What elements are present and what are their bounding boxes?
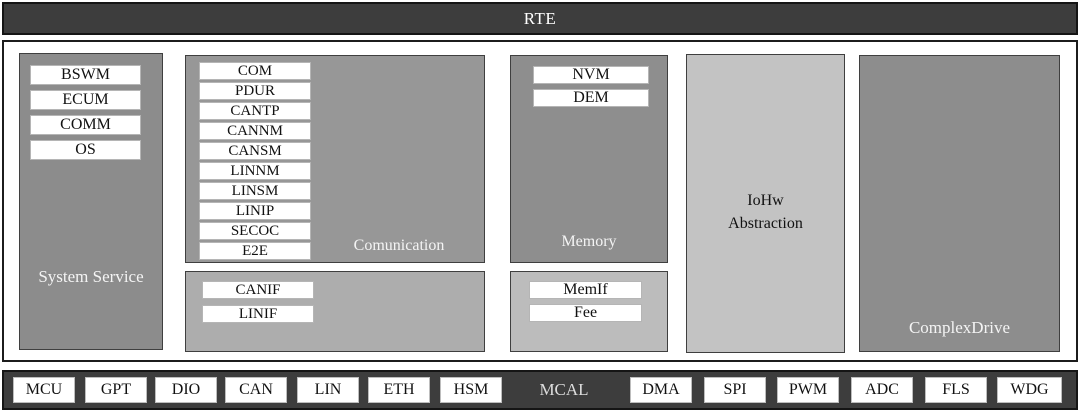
system-service-label: System Service: [38, 267, 144, 286]
system-service-block: BSWM ECUM COMM OS System Service: [19, 53, 163, 350]
communication-label: Comunication: [353, 237, 445, 254]
module-os: OS: [30, 140, 141, 160]
module-dma: DMA: [630, 377, 692, 403]
module-pdur: PDUR: [199, 82, 311, 100]
module-wdg: WDG: [997, 377, 1062, 403]
communication-interface-block: CANIF LINIF: [185, 271, 485, 352]
module-spi: SPI: [704, 377, 766, 403]
module-cansm: CANSM: [199, 142, 311, 160]
module-e2e: E2E: [199, 242, 311, 260]
module-ecum: ECUM: [30, 90, 141, 110]
module-hsm: HSM: [440, 377, 502, 403]
module-com: COM: [199, 62, 311, 80]
module-eth: ETH: [368, 377, 430, 403]
bsw-section: BSWM ECUM COMM OS System Service COM PDU…: [2, 40, 1078, 362]
module-linip: LINIP: [199, 202, 311, 220]
iohw-label-line1: IoHw: [747, 192, 784, 210]
module-pwm: PWM: [777, 377, 839, 403]
memory-modules: NVM DEM: [533, 66, 649, 112]
communication-interface-modules: CANIF LINIF: [202, 281, 314, 329]
module-mcu: MCU: [13, 377, 75, 403]
iohw-label-line2: Abstraction: [728, 214, 803, 232]
system-service-modules: BSWM ECUM COMM OS: [30, 65, 141, 165]
module-canif: CANIF: [202, 281, 314, 299]
memory-interface-block: MemIf Fee: [510, 271, 668, 352]
memory-label: Memory: [561, 233, 617, 250]
module-adc: ADC: [851, 377, 913, 403]
memory-interface-modules: MemIf Fee: [529, 281, 642, 327]
module-linif: LINIF: [202, 305, 314, 323]
iohw-abstraction-label: IoHw Abstraction: [728, 172, 803, 235]
module-gpt: GPT: [85, 377, 147, 403]
module-can: CAN: [225, 377, 287, 403]
rte-layer-bar: RTE: [2, 2, 1078, 35]
module-cantp: CANTP: [199, 102, 311, 120]
module-cannm: CANNM: [199, 122, 311, 140]
iohw-abstraction-block: IoHw Abstraction: [686, 54, 845, 353]
module-dio: DIO: [155, 377, 217, 403]
complex-drive-block: ComplexDrive: [859, 55, 1060, 352]
module-bswm: BSWM: [30, 65, 141, 85]
communication-block: COM PDUR CANTP CANNM CANSM LINNM LINSM L…: [185, 55, 485, 263]
communication-modules: COM PDUR CANTP CANNM CANSM LINNM LINSM L…: [199, 62, 311, 262]
module-comm: COMM: [30, 115, 141, 135]
module-nvm: NVM: [533, 66, 649, 84]
module-lin: LIN: [297, 377, 359, 403]
complex-drive-label: ComplexDrive: [908, 318, 1011, 337]
module-linnm: LINNM: [199, 162, 311, 180]
rte-label: RTE: [523, 8, 557, 28]
memory-block: NVM DEM Memory: [510, 55, 668, 263]
module-secoc: SECOC: [199, 222, 311, 240]
module-dem: DEM: [533, 89, 649, 107]
mcal-layer-bar: MCU GPT DIO CAN LIN ETH HSM MCAL DMA SPI…: [2, 370, 1078, 410]
module-fls: FLS: [925, 377, 987, 403]
mcal-label: MCAL: [539, 380, 589, 399]
module-fee: Fee: [529, 304, 642, 322]
module-linsm: LINSM: [199, 182, 311, 200]
module-memif: MemIf: [529, 281, 642, 299]
